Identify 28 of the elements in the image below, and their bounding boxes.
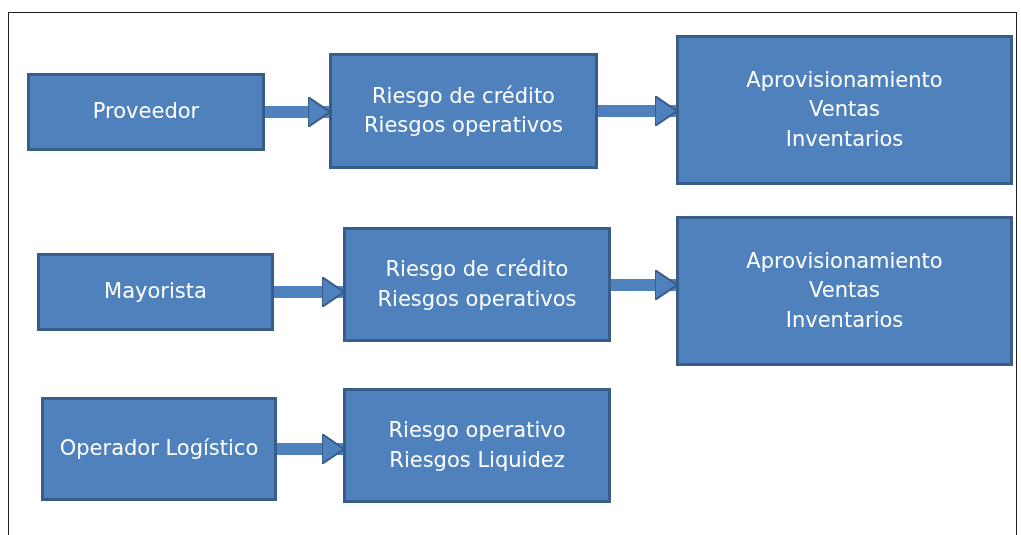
box-label: Riesgo de crédito [385,256,569,284]
box-label: Ventas [809,277,880,305]
process-box [37,253,274,331]
box-label: Operador Logístico [59,435,259,463]
box-label: Riesgo de crédito [372,82,555,110]
process-box [343,227,611,342]
box-label: Inventarios [785,306,904,334]
process-box [343,388,611,503]
box-label: Aprovisionamiento [746,247,943,275]
block-arrow [265,96,331,128]
process-box [27,73,265,151]
box-label: Ventas [809,96,880,124]
process-box [676,35,1013,185]
box-label: Mayorista [104,278,207,306]
block-arrow [277,433,345,465]
block-arrow [598,95,678,127]
process-box [676,216,1013,366]
box-label: Inventarios [785,125,904,153]
box-label: Riesgos Liquidez [389,446,565,474]
box-label: Riesgo operativo [388,417,566,445]
box-label: Riesgos operativos [364,112,563,139]
block-arrow [611,269,678,301]
box-label: Aprovisionamiento [746,66,943,94]
process-box [329,53,598,169]
box-label: Riesgos operativos [377,285,577,313]
process-box [41,397,277,501]
box-label: Proveedor [92,98,200,126]
block-arrow [274,276,345,308]
